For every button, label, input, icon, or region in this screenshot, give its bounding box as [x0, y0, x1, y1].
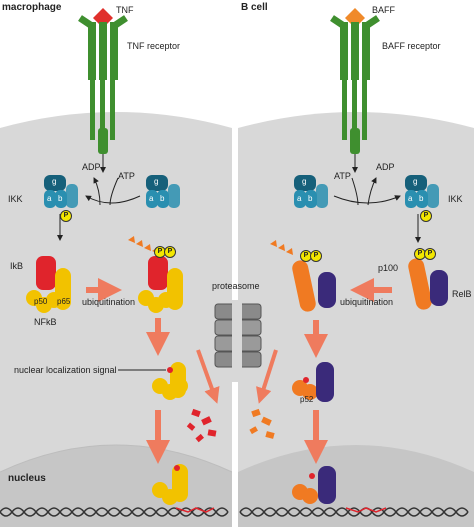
- baff-ligand: [345, 8, 365, 28]
- phospho-badge: P: [414, 248, 426, 260]
- proteasome-label: proteasome: [212, 281, 260, 291]
- degraded-p100-fragments: [249, 408, 275, 439]
- nuclear-nfkb: [152, 464, 188, 505]
- right-atp-label: ATP: [334, 171, 351, 181]
- phospho-badge: P: [420, 210, 432, 222]
- free-nfkb: [152, 362, 188, 400]
- p100-label: p100: [378, 263, 399, 273]
- right-panel-title: B cell: [241, 2, 268, 13]
- left-ikk2-a: a: [149, 194, 154, 203]
- nls-marker: [167, 367, 173, 373]
- p65-label: p65: [57, 297, 71, 306]
- left-atp-label: ATP: [118, 171, 135, 181]
- right-ikk1-b: b: [308, 194, 313, 203]
- ikk-complex-left-active: [44, 175, 78, 208]
- ikb-nfkb-complex: [26, 256, 71, 313]
- ikk-complex-right-active: [405, 175, 439, 208]
- left-nucleus: [0, 445, 232, 527]
- left-cytoplasm: [0, 112, 232, 527]
- right-ubiquitination-label: ubiquitination: [340, 297, 394, 307]
- right-ikk1-g: g: [302, 177, 307, 186]
- right-cytoplasm: [238, 112, 474, 527]
- p52-label: p52: [300, 395, 314, 404]
- p50-label: p50: [34, 297, 48, 306]
- p52-relb: [292, 362, 334, 402]
- left-atp-adp-reaction: [85, 154, 141, 206]
- left-panel: [0, 0, 233, 527]
- tnf-label: TNF: [116, 5, 134, 15]
- ikb-label: IkB: [10, 261, 24, 271]
- ubiquitinated-p100-relb: [270, 240, 336, 312]
- nls-label: nuclear localization signal: [14, 365, 117, 375]
- left-nuclear-membrane: [0, 444, 233, 473]
- left-ikk1-a: a: [47, 194, 52, 203]
- tnf-receptor-label: TNF receptor: [127, 41, 181, 51]
- degraded-ikb-fragments: [186, 408, 217, 443]
- right-ikk1-a: a: [297, 194, 302, 203]
- right-atp-adp-reaction: [333, 154, 401, 206]
- left-ikk1-g: g: [52, 177, 57, 186]
- phospho-badge: P: [424, 248, 436, 260]
- nucleus-label: nucleus: [8, 473, 46, 484]
- left-ikk2-g: g: [154, 177, 159, 186]
- right-ikk2-g: g: [413, 177, 418, 186]
- ubiquitinated-ikb-nfkb: [128, 236, 183, 313]
- left-adp-label: ADP: [82, 162, 101, 172]
- nfkb-label: NFkB: [34, 317, 57, 327]
- left-ikk-label: IKK: [8, 194, 23, 204]
- ikk-complex-left-inactive: [146, 175, 180, 208]
- baff-receptor: [330, 8, 380, 154]
- left-ikk1-b: b: [58, 194, 63, 203]
- phospho-badge: P: [164, 246, 176, 258]
- baff-receptor-label: BAFF receptor: [382, 41, 441, 51]
- p100-relb-complex: [408, 258, 448, 310]
- left-ikk2-b: b: [160, 194, 165, 203]
- right-nucleus: [238, 445, 474, 527]
- right-ikk2-b: b: [419, 194, 424, 203]
- salmon-flow-arrows: [86, 278, 392, 464]
- tnf-receptor: [78, 8, 128, 154]
- right-ikk-label: IKK: [448, 194, 463, 204]
- tnf-ligand: [93, 8, 113, 28]
- proteasome: [214, 300, 262, 382]
- right-adp-label: ADP: [376, 162, 395, 172]
- baff-label: BAFF: [372, 5, 396, 15]
- phospho-badge: P: [310, 250, 322, 262]
- nuclear-p52-relb: [292, 466, 336, 504]
- right-ikk2-a: a: [408, 194, 413, 203]
- panel-divider: [232, 0, 238, 527]
- ikk-complex-right-inactive: [294, 175, 328, 208]
- dna-strand-left: [0, 507, 229, 517]
- left-panel-title: macrophage: [2, 2, 62, 13]
- left-ubiquitination-label: ubiquitination: [82, 297, 136, 307]
- relb-label: RelB: [452, 289, 472, 299]
- dna-strand-right: [239, 507, 469, 517]
- phospho-badge: P: [60, 210, 72, 222]
